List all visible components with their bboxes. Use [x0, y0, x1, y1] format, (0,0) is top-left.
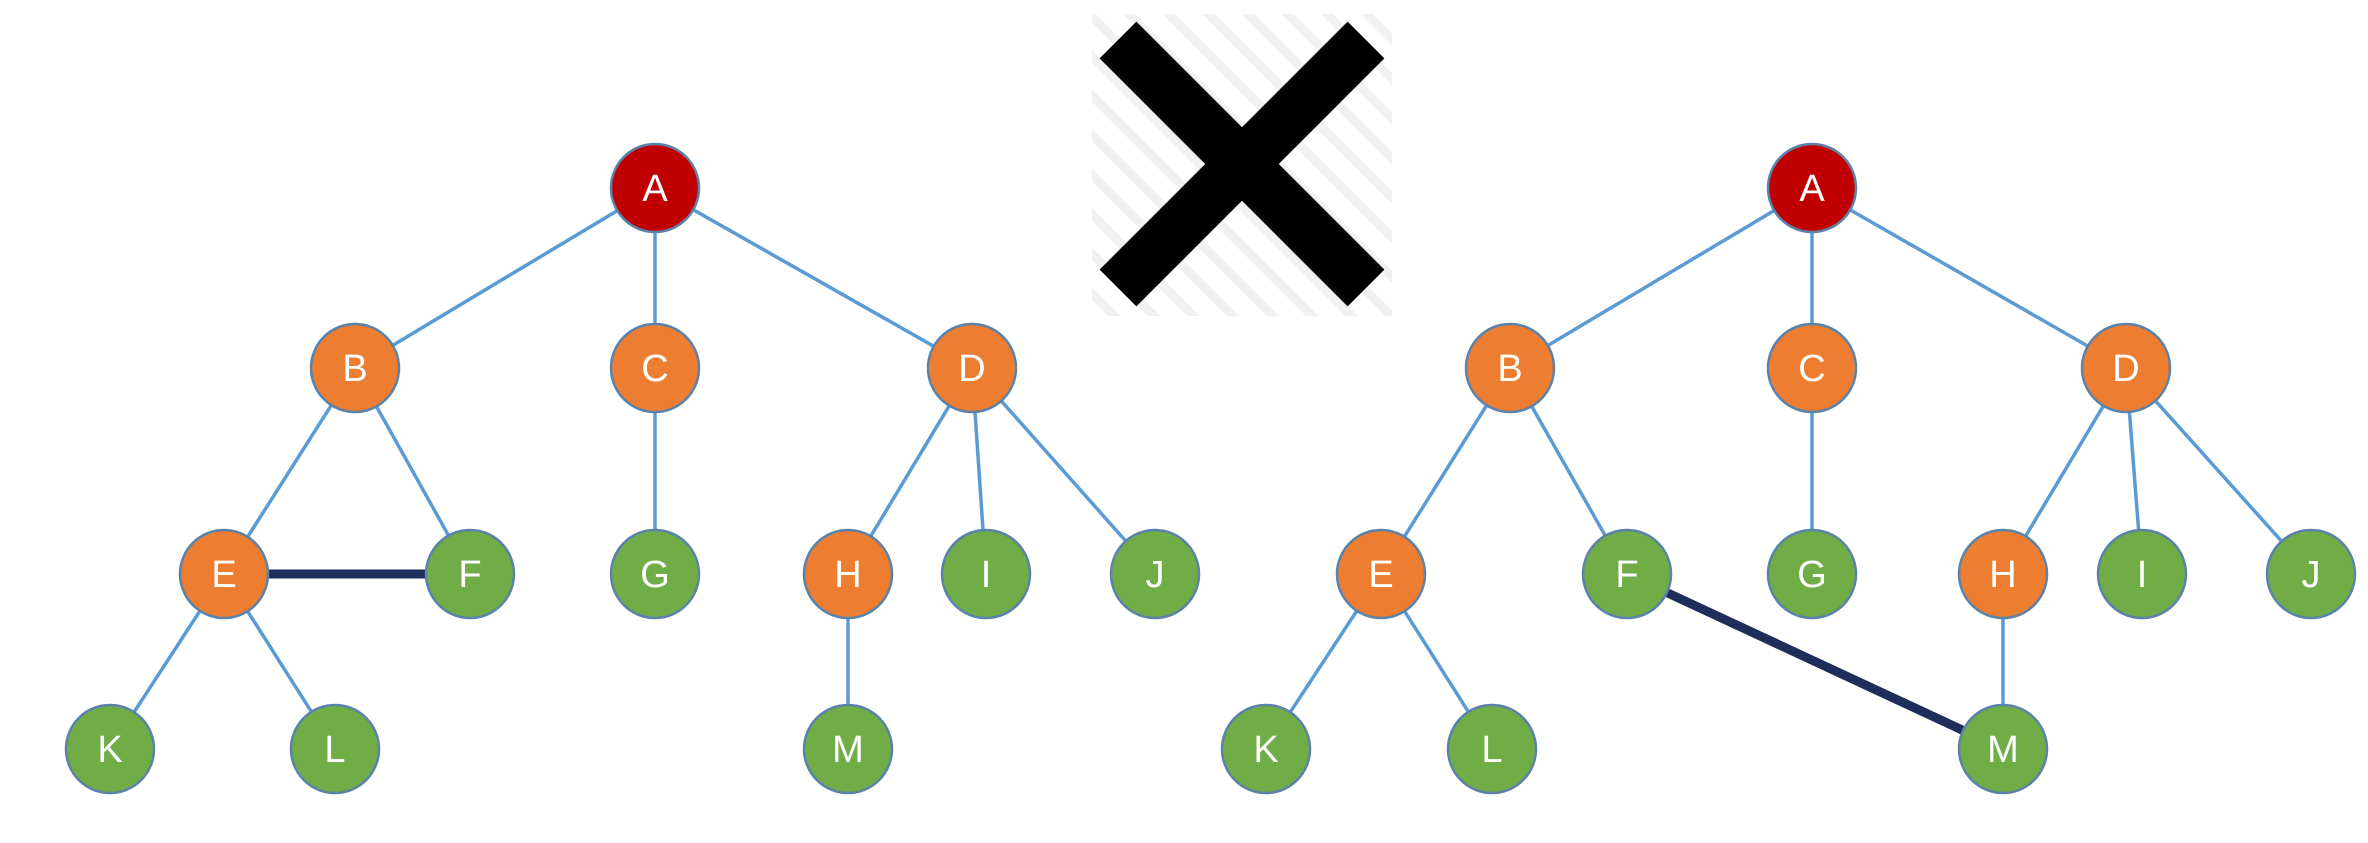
node-C: C — [609, 322, 701, 414]
node-circle — [609, 142, 701, 234]
node-label: L — [324, 729, 345, 771]
node-L: L — [289, 703, 381, 795]
node-label: G — [1797, 554, 1827, 596]
node-circle — [926, 322, 1018, 414]
node-label: M — [832, 729, 864, 771]
node-label: J — [2302, 554, 2321, 596]
node-circle — [1109, 528, 1201, 620]
node-label: C — [641, 348, 668, 390]
node-label: M — [1987, 729, 2019, 771]
node-label: K — [1253, 729, 1278, 771]
node-circle — [178, 528, 270, 620]
node-circle — [2265, 528, 2357, 620]
node-circle — [802, 703, 894, 795]
node-A: A — [1766, 142, 1858, 234]
node-label: B — [1497, 348, 1522, 390]
extra-edge-F-M — [1625, 569, 2005, 754]
node-circle — [802, 528, 894, 620]
node-label: D — [2112, 348, 2139, 390]
tree-edge-A-B — [354, 186, 656, 370]
node-M: M — [1957, 703, 2049, 795]
node-D: D — [2080, 322, 2172, 414]
node-circle — [1464, 322, 1556, 414]
node-label: I — [2137, 554, 2148, 596]
cross-mark-stroke-2 — [1099, 21, 1385, 307]
tree-edge-D-J — [970, 366, 1157, 576]
node-label: H — [1989, 554, 2016, 596]
node-circle — [609, 322, 701, 414]
node-label: A — [1799, 168, 1825, 210]
node-B: B — [1464, 322, 1556, 414]
node-circle — [2096, 528, 2188, 620]
node-J: J — [2265, 528, 2357, 620]
node-label: F — [1615, 554, 1638, 596]
node-A: A — [609, 142, 701, 234]
node-label: H — [834, 554, 861, 596]
node-circle — [1766, 142, 1858, 234]
tree-edge-A-D — [654, 186, 973, 370]
node-L: L — [1446, 703, 1538, 795]
cross-mark-icon — [1092, 14, 1392, 316]
node-E: E — [178, 528, 270, 620]
node-H: H — [1957, 528, 2049, 620]
node-label: D — [958, 348, 985, 390]
node-label: L — [1481, 729, 1502, 771]
node-label: J — [1146, 554, 1165, 596]
tree-left: A B C D E F G H I J K L M — [64, 142, 1201, 795]
node-circle — [1766, 322, 1858, 414]
node-J: J — [1109, 528, 1201, 620]
node-circle — [1957, 703, 2049, 795]
tree-edge-D-J — [2124, 366, 2313, 576]
node-K: K — [64, 703, 156, 795]
node-label: K — [97, 729, 122, 771]
node-circle — [1335, 528, 1427, 620]
node-circle — [1957, 528, 2049, 620]
node-label: I — [981, 554, 992, 596]
node-M: M — [802, 703, 894, 795]
node-E: E — [1335, 528, 1427, 620]
node-G: G — [1766, 528, 1858, 620]
node-I: I — [2096, 528, 2188, 620]
node-label: A — [642, 168, 668, 210]
node-label: F — [458, 554, 481, 596]
node-K: K — [1220, 703, 1312, 795]
node-label: E — [1368, 554, 1393, 596]
node-G: G — [609, 528, 701, 620]
node-F: F — [424, 528, 516, 620]
node-circle — [1581, 528, 1673, 620]
node-circle — [1220, 703, 1312, 795]
node-I: I — [940, 528, 1032, 620]
node-circle — [289, 703, 381, 795]
node-label: C — [1798, 348, 1825, 390]
node-circle — [64, 703, 156, 795]
node-F: F — [1581, 528, 1673, 620]
node-circle — [309, 322, 401, 414]
tree-edge-A-B — [1509, 186, 1813, 370]
tree-edge-A-D — [1811, 186, 2127, 370]
node-circle — [1446, 703, 1538, 795]
node-C: C — [1766, 322, 1858, 414]
node-label: G — [640, 554, 670, 596]
tree-right: A B C D E F G H I J K L M — [1220, 142, 2357, 795]
node-label: E — [211, 554, 236, 596]
node-circle — [424, 528, 516, 620]
node-circle — [940, 528, 1032, 620]
node-circle — [1766, 528, 1858, 620]
node-circle — [2080, 322, 2172, 414]
node-label: B — [342, 348, 367, 390]
node-H: H — [802, 528, 894, 620]
node-D: D — [926, 322, 1018, 414]
node-circle — [609, 528, 701, 620]
node-B: B — [309, 322, 401, 414]
